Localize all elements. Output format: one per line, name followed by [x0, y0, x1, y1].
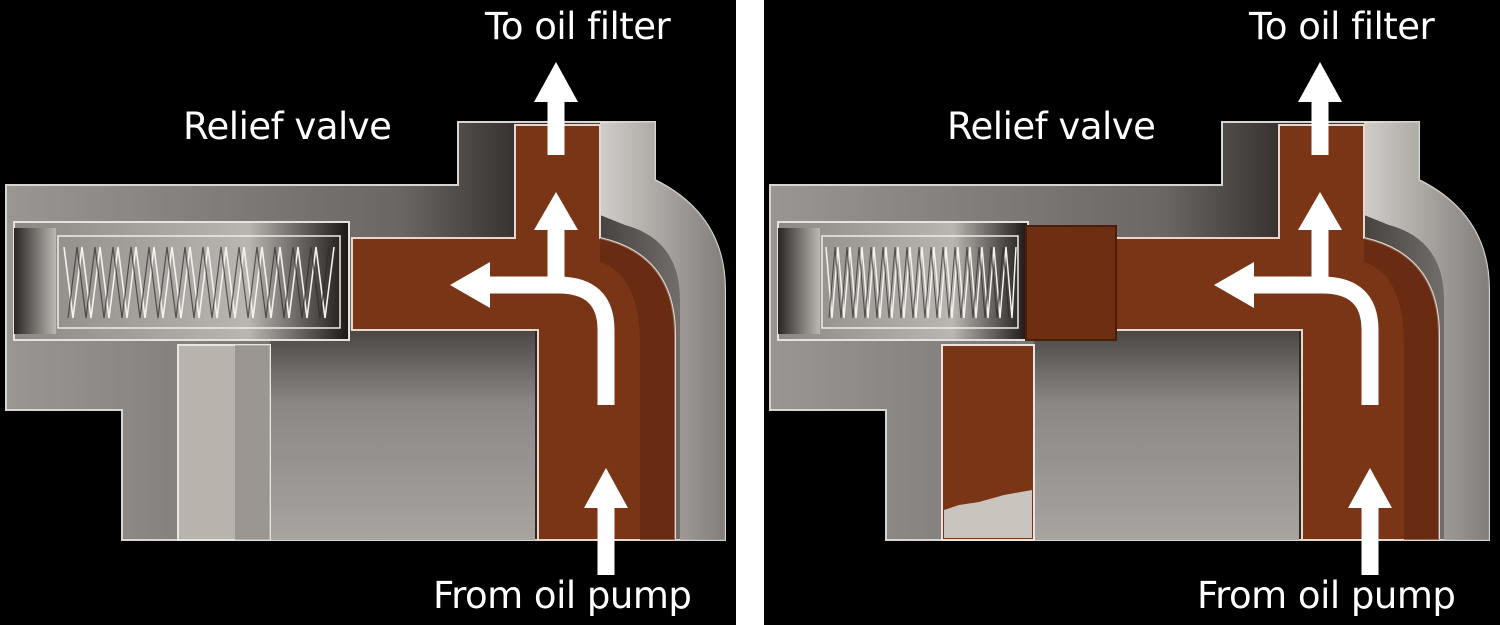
relief-valve-closed-diagram	[5, 62, 726, 575]
end-cap	[778, 228, 820, 334]
end-cap	[14, 228, 56, 334]
arrow-head-up-mid	[534, 192, 578, 230]
flow-arrow-curved	[1246, 276, 1379, 405]
valve-spring	[825, 246, 1017, 319]
drain-oil-level	[944, 490, 1032, 538]
arrow-head-up-bottom	[1348, 468, 1392, 508]
label-to-oil-filter: To oil filter	[485, 5, 671, 48]
spring-chamber	[13, 221, 350, 341]
lower-cavity	[1034, 330, 1299, 540]
valve-piston-open	[1025, 225, 1117, 341]
arrow-head-up-top	[534, 62, 578, 102]
arrow-head-up-top	[1298, 62, 1342, 102]
arrow-head-up-bottom	[584, 468, 628, 508]
valve-spring	[63, 246, 335, 319]
arrow-head-up-mid	[1298, 192, 1342, 230]
label-to-oil-filter: To oil filter	[1249, 5, 1435, 48]
relief-valve-open-diagram	[769, 62, 1490, 575]
arrow-head-left	[450, 262, 490, 308]
flow-arrow-curved	[482, 276, 615, 405]
outlet-wall	[600, 122, 725, 540]
lower-cavity	[270, 330, 535, 540]
label-from-oil-pump: From oil pump	[433, 574, 692, 617]
label-relief-valve: Relief valve	[947, 105, 1156, 148]
label-relief-valve: Relief valve	[183, 105, 392, 148]
diagram-panel-closed: To oil filter Relief valve From oil pump	[0, 0, 736, 625]
diagram-panel-open: To oil filter Relief valve From oil pump	[764, 0, 1500, 625]
label-from-oil-pump: From oil pump	[1197, 574, 1456, 617]
arrow-head-left	[1214, 262, 1254, 308]
outlet-wall	[1364, 122, 1489, 540]
